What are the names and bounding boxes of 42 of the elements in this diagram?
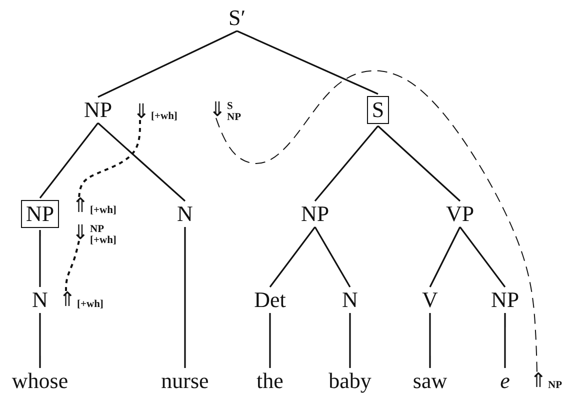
tree-node-label: Det — [254, 289, 286, 311]
tree-branch — [504, 313, 506, 368]
feature-annotation: ⇑NP — [530, 371, 562, 391]
tree-branch — [39, 313, 41, 368]
tree-node-label: baby — [328, 370, 372, 392]
tree-node-label: S′ — [228, 7, 246, 29]
tree-branch — [269, 226, 316, 288]
tree-branch — [269, 313, 271, 368]
dashed-curve — [65, 240, 80, 292]
tree-branch — [314, 125, 379, 202]
tree-branch — [314, 226, 351, 288]
tree-node-label: NP — [490, 289, 520, 311]
feature-annotation: ⇓[+wh] — [133, 102, 178, 122]
tree-node-label: nurse — [161, 370, 209, 392]
tree-node-label: VP — [446, 203, 474, 225]
dashed-curve — [78, 120, 141, 198]
tree-node-label: NP — [300, 203, 330, 225]
boxed-category-label: NP — [20, 200, 60, 228]
tree-branch — [97, 122, 186, 202]
boxed-category-label: S — [366, 96, 390, 124]
tree-branch — [429, 313, 431, 368]
tree-branch — [377, 125, 461, 202]
tree-node-label: N — [177, 203, 193, 225]
feature-annotation: ⇑[+wh] — [72, 196, 116, 216]
tree-branch — [459, 226, 506, 288]
feature-annotation: ⇑[+wh] — [59, 290, 104, 310]
tree-node-label: whose — [12, 370, 68, 392]
tree-branch — [39, 230, 41, 287]
tree-node-label: NP — [84, 99, 112, 121]
tree-node-label: e — [500, 370, 510, 392]
tree-branch — [98, 30, 238, 98]
tree-node-label: N — [32, 289, 48, 311]
tree-branch — [39, 122, 99, 198]
tree-branch — [349, 313, 351, 368]
tree-branch — [184, 227, 186, 368]
tree-branch — [236, 30, 378, 95]
tree-node-label: V — [422, 289, 438, 311]
dashed-curve — [216, 70, 538, 374]
tree-branch — [429, 226, 461, 288]
tree-node-label: N — [342, 289, 358, 311]
tree-node-label: saw — [412, 370, 448, 392]
tree-node-label: the — [256, 370, 284, 392]
